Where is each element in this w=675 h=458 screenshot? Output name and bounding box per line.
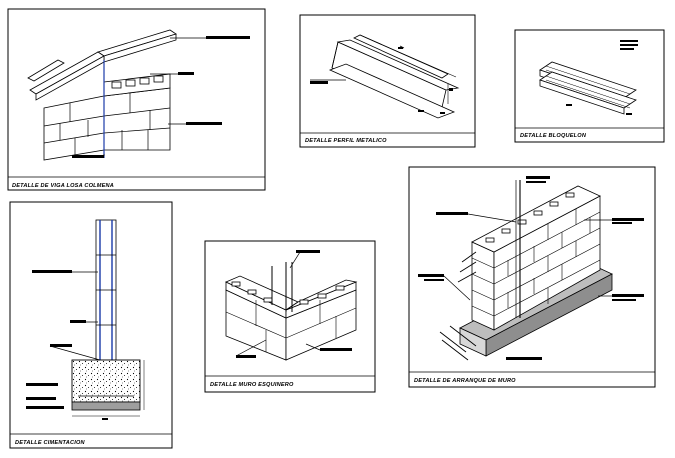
corner-wall-drawing	[225, 250, 358, 361]
panel-frame	[9, 201, 173, 449]
panel-bloquelon: DETALLE BLOQUELON	[514, 29, 665, 143]
panel-caption: DETALLE DE ARRANQUE DE MURO	[414, 378, 516, 384]
panel-frame	[299, 14, 476, 148]
slab-block-drawing	[27, 29, 250, 161]
panel-caption: DETALLE PERFIL METALICO	[305, 138, 387, 144]
panel-muro-esquinero: DETALLE MURO ESQUINERO	[204, 240, 376, 393]
foundation-section-drawing	[26, 219, 145, 420]
panel-cimentacion: DETALLE CIMENTACION	[9, 201, 173, 449]
panel-caption: DETALLE CIMENTACION	[15, 440, 86, 446]
panel-viga-losa-colmena: DETALLE DE VIGA LOSA COLMENA	[7, 8, 266, 191]
wall-start-drawing	[418, 176, 644, 361]
panel-frame	[514, 29, 665, 143]
panel-arranque-muro: DETALLE DE ARRANQUE DE MURO	[408, 166, 656, 388]
panel-caption: DETALLE BLOQUELON	[520, 133, 587, 139]
panel-frame	[204, 240, 376, 393]
panel-frame	[408, 166, 656, 388]
steel-profile-drawing	[310, 34, 460, 119]
bloquelon-drawing	[539, 40, 638, 115]
panel-frame	[7, 8, 266, 191]
panel-caption: DETALLE MURO ESQUINERO	[210, 382, 294, 388]
panel-caption: DETALLE DE VIGA LOSA COLMENA	[12, 183, 114, 189]
panel-perfil-metalico: DETALLE PERFIL METALICO	[299, 14, 476, 148]
block-courses	[43, 60, 171, 161]
